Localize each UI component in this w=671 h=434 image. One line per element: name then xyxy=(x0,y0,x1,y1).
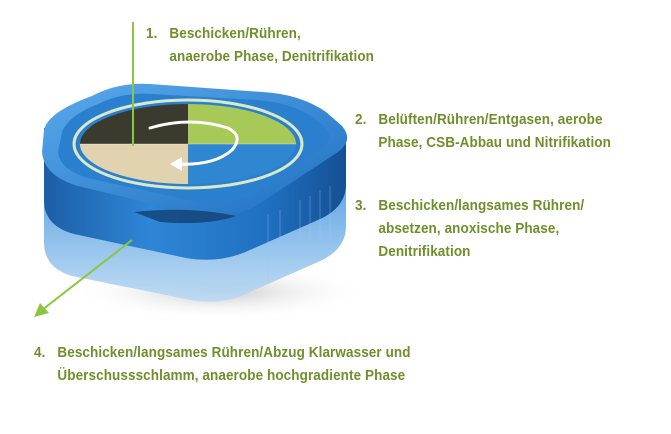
step-2-line-2: Phase, CSB-Abbau und Nitrifikation xyxy=(378,134,611,151)
step-4-number: 4. xyxy=(34,344,46,361)
step-2-line-1: Belüften/Rühren/Entgasen, aerobe xyxy=(378,111,603,128)
step-3-number: 3. xyxy=(355,197,367,214)
wall-streaks xyxy=(267,186,331,280)
step-3-line-1: Beschicken/langsames Rühren/ xyxy=(378,197,585,214)
step-1-line-1: Beschicken/Rühren, xyxy=(169,25,301,42)
step-4-line-2: Überschussschlamm, anaerobe hochgradient… xyxy=(57,367,406,384)
step-3-line-2: absetzen, anoxische Phase, xyxy=(378,220,560,237)
rotation-arrow-head xyxy=(170,157,182,171)
rotation-arrow xyxy=(148,120,239,166)
step-1-number: 1. xyxy=(146,25,158,42)
pointer-arrow-step-4 xyxy=(41,239,133,311)
pointer-arrow-step-4-head xyxy=(34,303,49,317)
tank-slot xyxy=(134,209,236,224)
disc-ring xyxy=(72,98,304,190)
step-1-line-2: anaerobe Phase, Denitrifikation xyxy=(169,48,375,65)
step-4-line-1: Beschicken/langsames Rühren/Abzug Klarwa… xyxy=(57,344,411,361)
step-3-line-3: Denitrifikation xyxy=(378,243,471,260)
step-2-number: 2. xyxy=(355,111,367,128)
